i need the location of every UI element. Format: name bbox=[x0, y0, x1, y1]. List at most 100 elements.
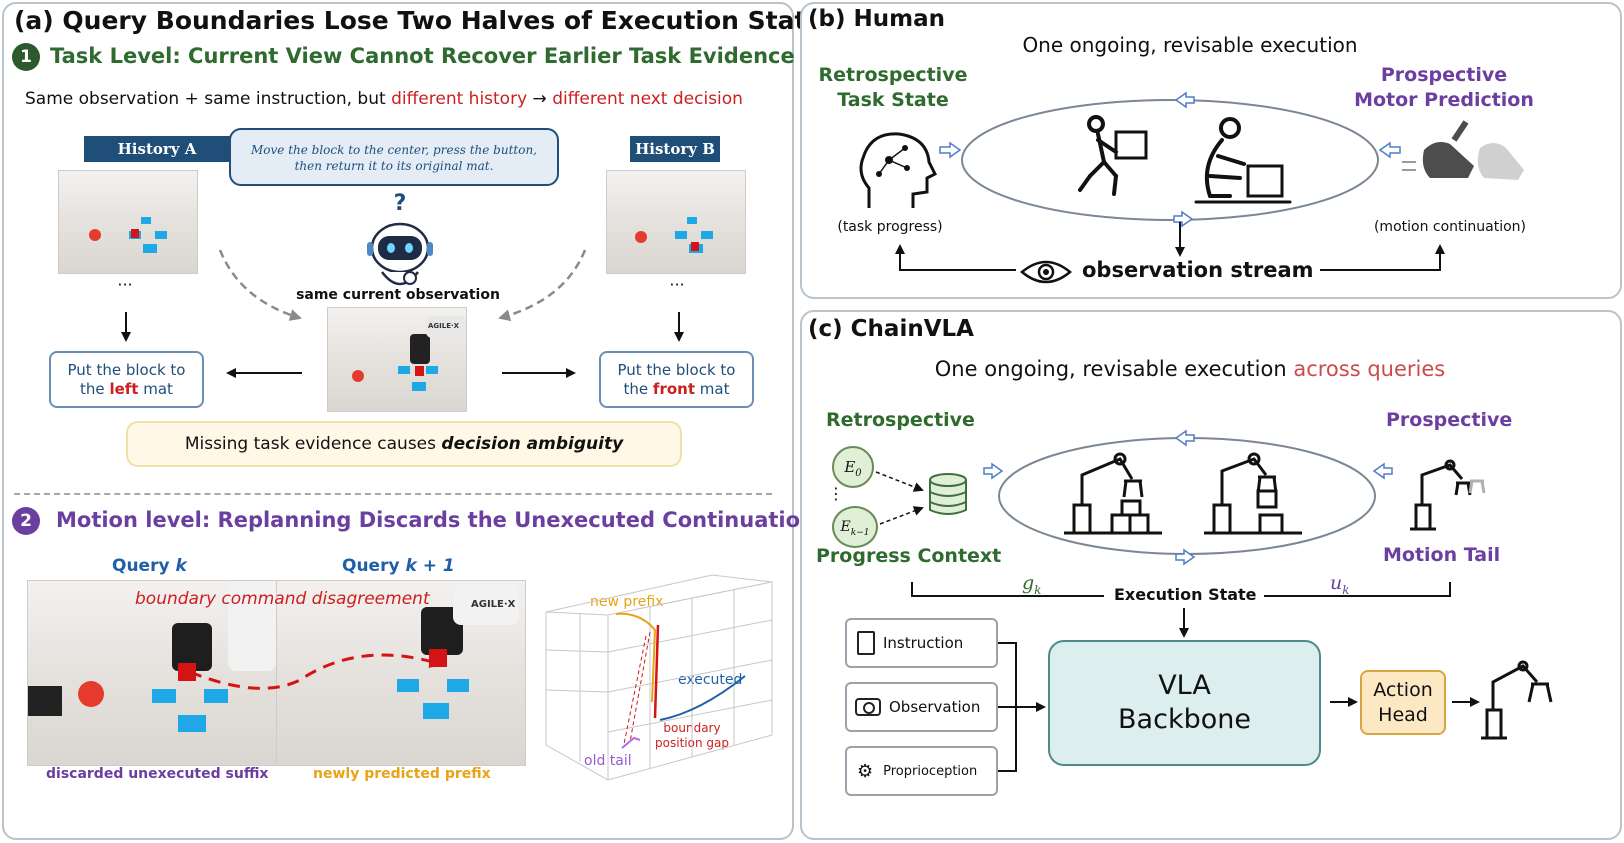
blue-mat bbox=[426, 366, 438, 374]
output-a-key: left bbox=[109, 380, 139, 398]
head-line2: Head bbox=[1378, 704, 1428, 726]
ambiguity-pre: Missing task evidence causes bbox=[184, 434, 437, 454]
instruction-line1: Move the block to the center, press the … bbox=[250, 143, 537, 157]
gap-line1: boundary bbox=[663, 721, 721, 735]
current-observation-photo: AGILE·X bbox=[327, 307, 467, 412]
vla-backbone-box: VLA Backbone bbox=[1048, 640, 1321, 766]
observation-label: Observation bbox=[889, 698, 981, 716]
proprioception-label: Proprioception bbox=[883, 763, 978, 779]
query-k-label: Query k bbox=[112, 556, 187, 576]
instruction-input-box: Instruction bbox=[845, 618, 998, 668]
ek-sub: k−1 bbox=[850, 527, 870, 538]
pro-line1: Prospective bbox=[1380, 64, 1508, 86]
history-b-ellipsis: ··· bbox=[669, 275, 685, 294]
g-k-label: gk bbox=[1022, 572, 1041, 597]
ek-base: E bbox=[840, 519, 851, 535]
prospective-label: Prospective bbox=[1386, 409, 1513, 431]
red-block bbox=[131, 229, 139, 238]
subtitle-start: Same observation + same instruction, but bbox=[25, 89, 386, 109]
gap-label: boundary position gap bbox=[650, 721, 734, 751]
disagreement-label: boundary command disagreement bbox=[135, 589, 430, 609]
panel-a-title: (a) Query Boundaries Lose Two Halves of … bbox=[14, 6, 824, 35]
blue-mat bbox=[178, 715, 206, 732]
panel-c-subtitle: One ongoing, revisable execution across … bbox=[900, 357, 1480, 381]
discarded-label: discarded unexecuted suffix bbox=[46, 766, 269, 782]
execution-state-label: Execution State bbox=[1110, 585, 1261, 604]
blue-mat bbox=[143, 244, 157, 253]
robot-arm bbox=[426, 316, 466, 338]
motion-level-number-badge: 2 bbox=[12, 507, 40, 535]
blue-mat bbox=[141, 217, 151, 224]
blue-mat bbox=[701, 231, 713, 239]
g-base: g bbox=[1022, 572, 1035, 594]
task-level-heading: Task Level: Current View Cannot Recover … bbox=[50, 44, 795, 68]
e0-sub: 0 bbox=[855, 468, 862, 479]
robot-arm bbox=[453, 585, 519, 625]
executed-label: executed bbox=[678, 672, 743, 688]
same-observation-label: same current observation bbox=[296, 287, 500, 303]
g-sub: k bbox=[1034, 582, 1042, 597]
section-divider bbox=[14, 493, 772, 495]
u-sub: k bbox=[1342, 582, 1350, 597]
retrospective-label: Retrospective bbox=[826, 409, 975, 431]
u-base: u bbox=[1330, 572, 1343, 594]
old-tail-label: old tail bbox=[584, 753, 632, 769]
right-arrow-icon: → bbox=[532, 89, 547, 109]
observation-stream-label: observation stream bbox=[1082, 258, 1314, 282]
task-level-number-badge: 1 bbox=[12, 43, 40, 71]
output-b-pre: the bbox=[623, 380, 649, 398]
retro-line2: Task State bbox=[837, 89, 949, 111]
action-head-box: Action Head bbox=[1360, 670, 1446, 735]
progress-context-label: Progress Context bbox=[816, 545, 1002, 567]
ek-node: Ek−1 bbox=[832, 506, 878, 548]
panel-b-subtitle: One ongoing, revisable execution bbox=[1022, 33, 1358, 57]
vla-line2: Backbone bbox=[1118, 704, 1251, 735]
query-k1-text: Query bbox=[342, 556, 400, 576]
query-k-var: k bbox=[175, 556, 187, 576]
output-a-line1: Put the block to bbox=[67, 361, 186, 379]
gap-line2: position gap bbox=[655, 736, 729, 750]
red-block bbox=[429, 649, 447, 667]
proprioception-input-box: ⚙ Proprioception bbox=[845, 746, 998, 796]
history-b-photo bbox=[606, 170, 746, 274]
output-a-post: mat bbox=[143, 380, 173, 398]
query-k1-var: k + 1 bbox=[405, 556, 455, 576]
head-line1: Action bbox=[1373, 679, 1433, 701]
camera-icon bbox=[855, 698, 881, 716]
instruction-bubble: Move the block to the center, press the … bbox=[229, 128, 559, 186]
blue-mat bbox=[397, 679, 419, 692]
robot-gripper bbox=[410, 334, 430, 364]
task-subtitle: Same observation + same instruction, but… bbox=[25, 89, 743, 109]
e0-base: E bbox=[844, 458, 856, 476]
panel-c-subtitle-key: across queries bbox=[1293, 357, 1446, 381]
motion-level-heading: Motion level: Replanning Discards the Un… bbox=[56, 508, 815, 532]
vla-line1: VLA bbox=[1158, 670, 1211, 701]
output-a-line2: the left mat bbox=[51, 380, 202, 399]
blue-mat bbox=[675, 231, 687, 239]
pro-line2: Motor Prediction bbox=[1354, 89, 1534, 111]
history-a-ellipsis: ··· bbox=[117, 275, 133, 294]
red-button bbox=[78, 681, 104, 707]
task-progress-label: (task progress) bbox=[837, 219, 943, 235]
blue-mat bbox=[447, 679, 469, 692]
blue-mat bbox=[155, 231, 167, 239]
subtitle-decision: different next decision bbox=[552, 89, 743, 109]
robot-brand: AGILE·X bbox=[428, 322, 460, 330]
output-b-key: front bbox=[652, 380, 695, 398]
retrospective-task-state: Retrospective Task State bbox=[808, 63, 978, 113]
prospective-motor-prediction: Prospective Motor Prediction bbox=[1346, 63, 1542, 113]
output-b-post: mat bbox=[699, 380, 730, 398]
query-k1-label: Query k + 1 bbox=[342, 556, 455, 576]
motion-tail-label: Motion Tail bbox=[1383, 544, 1501, 566]
ambiguity-box: Missing task evidence causes decision am… bbox=[126, 421, 682, 467]
red-button bbox=[635, 231, 647, 243]
red-block bbox=[691, 242, 699, 251]
history-a-tag: History A bbox=[84, 136, 230, 162]
new-prefix-label: new prefix bbox=[590, 594, 664, 610]
camera-lens bbox=[863, 702, 875, 714]
blue-mat bbox=[398, 366, 410, 374]
motion-continuation-label: (motion continuation) bbox=[1373, 219, 1527, 235]
question-mark: ? bbox=[393, 191, 407, 216]
blue-mat bbox=[152, 689, 176, 703]
robot-brand: AGILE·X bbox=[471, 599, 516, 610]
